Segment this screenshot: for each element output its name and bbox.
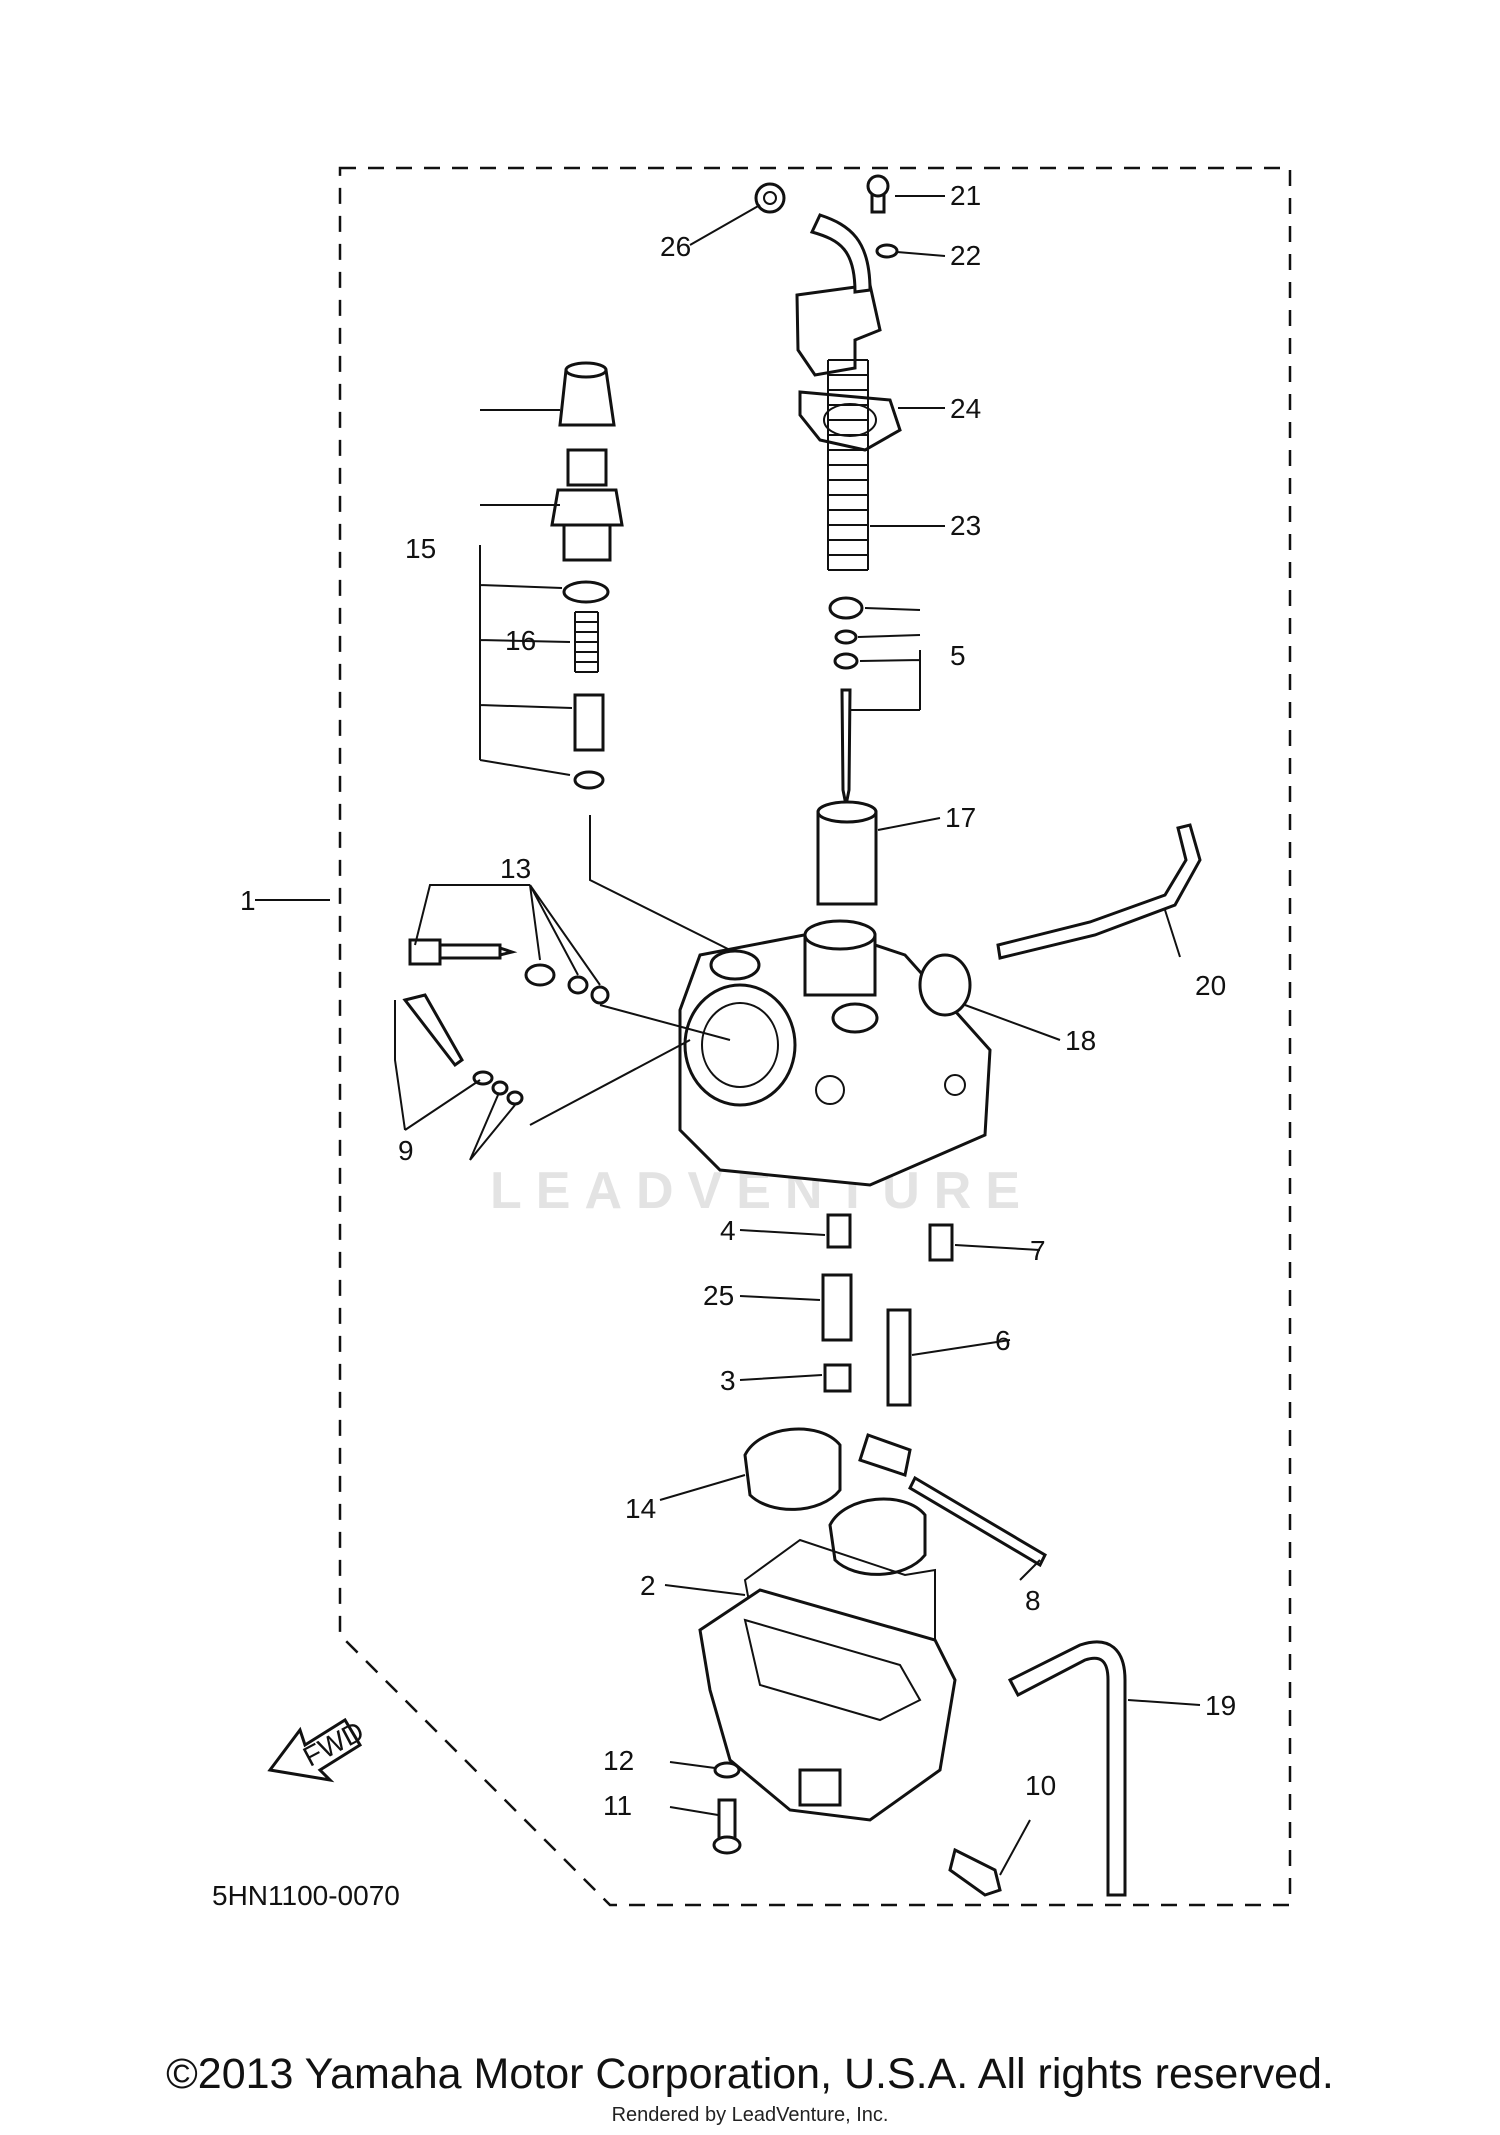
callout-6: 6 [995, 1325, 1011, 1356]
pilot-screw-13 [408, 938, 610, 1005]
callout-15: 15 [405, 533, 436, 564]
fwd-label: FWD [298, 1715, 369, 1772]
callout-20: 20 [1195, 970, 1226, 1001]
callout-18: 18 [1065, 1025, 1096, 1056]
throttle-spring-23 [827, 359, 869, 571]
float-14 [743, 1427, 927, 1576]
overflow-tube-19 [1007, 1640, 1127, 1897]
pilot-jet-25 [821, 1273, 853, 1342]
callout-26: 26 [660, 231, 691, 262]
callout-21: 21 [950, 180, 981, 211]
callout-2: 2 [640, 1570, 656, 1601]
drain-screw-10 [948, 1847, 1002, 1897]
carburetor-body [678, 919, 992, 1187]
throttle-stop-screw-9 [402, 993, 524, 1106]
main-jet-3 [823, 1363, 852, 1393]
washer-12 [713, 1761, 741, 1779]
pilot-jet-6 [886, 1308, 912, 1407]
throttle-valve-17 [816, 800, 878, 906]
callout-16: 16 [505, 625, 536, 656]
rendered-by-notice: Rendered by LeadVenture, Inc. [611, 2104, 889, 2126]
callout-11: 11 [603, 1790, 632, 1821]
screw-11 [712, 1798, 742, 1855]
callout-17: 17 [945, 802, 976, 833]
callout-7: 7 [1030, 1235, 1046, 1266]
callout-3: 3 [720, 1365, 736, 1396]
callout-5: 5 [950, 640, 966, 671]
callout-8: 8 [1025, 1585, 1041, 1616]
callout-12: 12 [603, 1745, 634, 1776]
needle-jet-4 [826, 1213, 852, 1249]
copyright-notice: ©2013 Yamaha Motor Corporation, U.S.A. A… [166, 2050, 1334, 2098]
callout-22: 22 [950, 240, 981, 271]
callout-24: 24 [950, 393, 981, 424]
valve-seat-7 [928, 1223, 954, 1262]
callout-9: 9 [398, 1135, 414, 1166]
callout-1: 1 [240, 885, 256, 916]
callout-23: 23 [950, 510, 981, 541]
assembly-boundary [338, 166, 1292, 1907]
needle-set-5 [828, 596, 864, 806]
starter-plunger-15 [550, 361, 624, 604]
throttle-cap-part [754, 174, 899, 377]
callout-10: 10 [1025, 1770, 1056, 1801]
callout-19: 19 [1205, 1690, 1236, 1721]
callout-14: 14 [625, 1493, 656, 1524]
float-bowl [698, 1588, 957, 1822]
spring-16 [574, 611, 599, 673]
callout-4: 4 [720, 1215, 736, 1246]
o-ring-18 [918, 953, 972, 1017]
leader-lines [255, 195, 1201, 1876]
fuel-hose-20 [996, 823, 1202, 960]
part-code: 5HN1100-0070 [212, 1880, 400, 1911]
fwd-arrow-icon: FWD [267, 1715, 369, 1783]
callout-25: 25 [703, 1280, 734, 1311]
plunger-part [573, 693, 605, 790]
callout-13: 13 [500, 853, 531, 884]
float-pin-8 [908, 1475, 1047, 1568]
